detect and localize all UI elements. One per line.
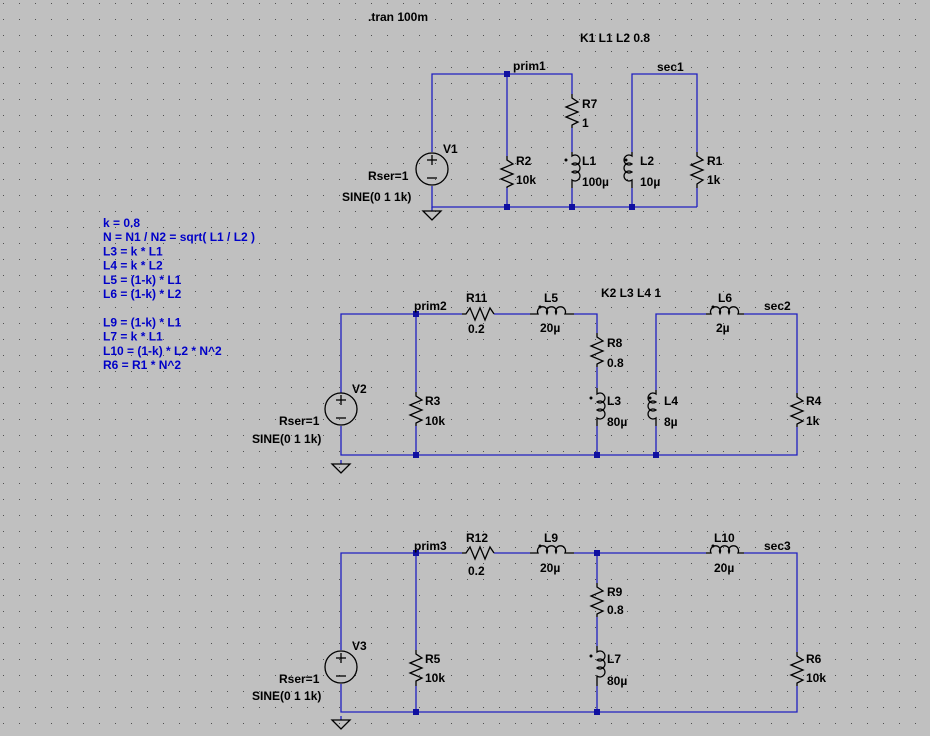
l5-label: L5 [544,291,558,305]
circuit-2 [331,311,798,474]
comment-block[interactable]: k = 0.8N = N1 / N2 = sqrt( L1 / L2 )L3 =… [103,216,255,372]
l2-label: L2 [640,154,654,168]
v1-label: V1 [443,142,458,156]
net-sec3: sec3 [764,539,791,553]
r6-label: R6 [806,652,822,666]
inductor-l4[interactable]: L4 8µ [647,390,678,429]
r12-label: R12 [466,531,488,545]
directive-tran[interactable]: .tran 100m [368,10,428,24]
r9-label: R9 [607,585,623,599]
v3-rser: Rser=1 [279,672,320,686]
r1-value: 1k [707,173,721,187]
l4-value: 8µ [664,415,678,429]
source-v3[interactable]: V3 Rser=1 SINE(0 1 1k) [252,639,367,703]
l3-label: L3 [607,394,621,408]
resistor-r9[interactable]: R9 0.8 [589,583,624,617]
inductor-l6[interactable]: L6 2µ [706,291,744,335]
resistor-r7[interactable]: R7 1 [564,94,598,130]
inductor-l5[interactable]: L5 20µ [530,291,574,335]
r8-value: 0.8 [607,356,624,370]
l1-label: L1 [582,154,596,168]
v2-value: SINE(0 1 1k) [252,432,321,446]
comment-line: L10 = (1-k) * L2 * N^2 [103,344,222,358]
inductor-l9[interactable]: L9 20µ [530,531,574,575]
net-sec1: sec1 [657,60,684,74]
comment-line: L4 = k * L2 [103,259,163,273]
comment-line: R6 = R1 * N^2 [103,358,181,372]
inductor-l1[interactable]: L1 100µ [564,152,610,189]
v3-value: SINE(0 1 1k) [252,689,321,703]
l6-label: L6 [718,291,732,305]
resistor-r6[interactable]: R6 10k [789,652,826,686]
resistor-r4[interactable]: R4 1k [789,393,822,428]
resistor-r1[interactable]: R1 1k [689,152,723,188]
r12-value: 0.2 [468,564,485,578]
l10-label: L10 [714,531,735,545]
directive-k2[interactable]: K2 L3 L4 1 [601,286,661,300]
l2-value: 10µ [640,175,660,189]
source-v2[interactable]: V2 Rser=1 SINE(0 1 1k) [252,382,367,446]
v1-rser: Rser=1 [368,169,409,183]
l4-label: L4 [664,394,678,408]
r2-value: 10k [516,173,536,187]
l3-value: 80µ [607,415,627,429]
resistor-r5[interactable]: R5 10k [408,650,445,686]
r2-label: R2 [516,154,532,168]
l5-value: 20µ [540,321,560,335]
comment-line: L7 = k * L1 [103,330,163,344]
r6-value: 10k [806,671,826,685]
l9-label: L9 [544,531,558,545]
inductor-l7[interactable]: L7 80µ [589,646,628,688]
r8-label: R8 [607,336,623,350]
comment-line: N = N1 / N2 = sqrt( L1 / L2 ) [103,230,255,244]
r9-value: 0.8 [607,603,624,617]
r11-value: 0.2 [468,322,485,336]
net-prim1: prim1 [513,59,546,73]
r3-label: R3 [425,394,441,408]
r7-value: 1 [582,116,589,130]
resistor-r3[interactable]: R3 10k [408,392,445,428]
resistor-r8[interactable]: R8 0.8 [589,333,624,370]
inductor-l10[interactable]: L10 20µ [706,531,744,575]
r11-label: R11 [466,291,488,305]
net-prim3: prim3 [414,539,447,553]
l6-value: 2µ [716,321,730,335]
circuit-1 [422,71,698,221]
net-prim2: prim2 [414,299,447,313]
inductor-l3[interactable]: L3 80µ [589,388,628,429]
l9-value: 20µ [540,561,560,575]
r4-value: 1k [806,414,820,428]
comment-line: L6 = (1-k) * L2 [103,287,182,301]
source-v1[interactable]: V1 Rser=1 SINE(0 1 1k) [342,142,458,204]
v1-value: SINE(0 1 1k) [342,190,411,204]
comment-line: L9 = (1-k) * L1 [103,315,182,329]
resistor-r11[interactable]: R11 0.2 [462,291,495,336]
comment-line: L5 = (1-k) * L1 [103,273,182,287]
inductor-l2[interactable]: L2 10µ [623,152,660,189]
net-sec2: sec2 [764,299,791,313]
v2-rser: Rser=1 [279,414,320,428]
r5-value: 10k [425,671,445,685]
resistor-r2[interactable]: R2 10k [499,154,536,188]
comment-line: L3 = k * L1 [103,244,163,258]
l7-value: 80µ [607,674,627,688]
l10-value: 20µ [714,561,734,575]
r5-label: R5 [425,652,441,666]
r4-label: R4 [806,394,822,408]
l1-value: 100µ [582,175,609,189]
v3-label: V3 [352,639,367,653]
resistor-r12[interactable]: R12 0.2 [462,531,495,578]
r1-label: R1 [707,154,723,168]
l7-label: L7 [607,652,621,666]
circuit-3 [331,550,798,730]
v2-label: V2 [352,382,367,396]
comment-line: k = 0.8 [103,216,140,230]
directive-k1[interactable]: K1 L1 L2 0.8 [580,31,650,45]
r7-label: R7 [582,97,598,111]
r3-value: 10k [425,414,445,428]
